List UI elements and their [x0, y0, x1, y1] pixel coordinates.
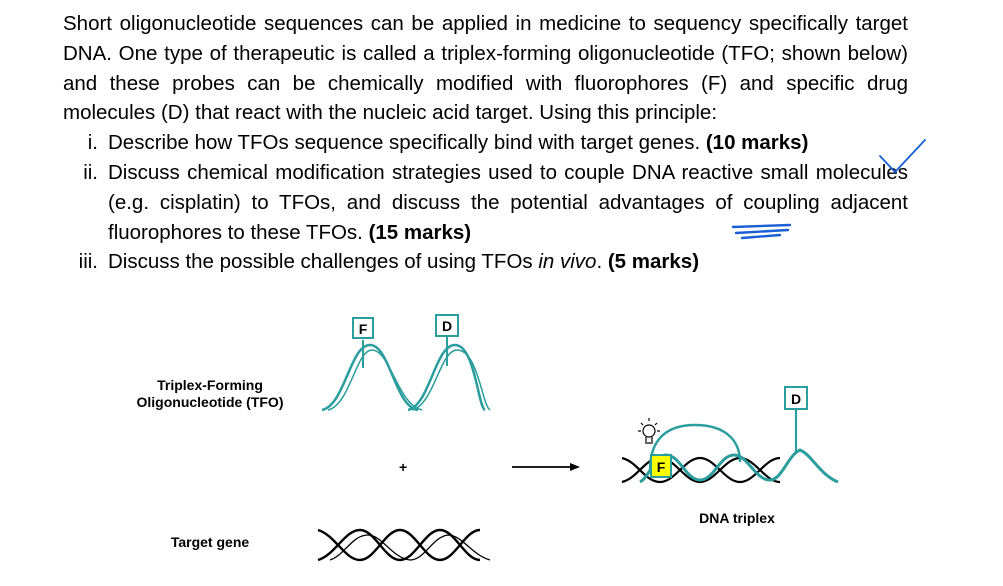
lightbulb-icon: [638, 418, 660, 444]
item-text: Describe how TFOs sequence specifically …: [108, 131, 706, 155]
tick-annotation: [879, 139, 926, 174]
svg-text:F: F: [657, 459, 666, 475]
question-intro: Short oligonucleotide sequences can be a…: [63, 12, 908, 125]
fluorophore-box: F: [352, 317, 374, 339]
item-marks: (5 marks): [607, 250, 700, 274]
item-number: ii.: [83, 160, 98, 184]
item-marks: (15 marks): [368, 220, 472, 244]
svg-text:F: F: [359, 321, 368, 337]
target-gene-label: Target gene: [170, 534, 250, 550]
item-text-after: .: [596, 250, 608, 274]
tfo-label: Triplex-Forming Oligonucleotide (TFO): [136, 377, 284, 410]
item-number: i.: [87, 131, 98, 155]
question-item-3: iii. Discuss the possible challenges of …: [63, 247, 908, 277]
question-text: Short oligonucleotide sequences can be a…: [63, 9, 908, 277]
triplex-drug-box: D: [784, 386, 808, 410]
arrow-head: [570, 463, 580, 471]
target-gene-helix: [317, 528, 491, 562]
triplex-helix: [621, 456, 781, 484]
triplex-fluorophore: F: [650, 454, 672, 478]
scribble-annotation: [731, 223, 792, 240]
drug-box: D: [435, 314, 459, 337]
tfo-strand: [321, 336, 491, 412]
item-text: Discuss the possible challenges of using…: [108, 250, 539, 274]
dna-triplex-label: DNA triplex: [699, 510, 775, 526]
item-marks: (10 marks): [705, 131, 809, 155]
svg-text:D: D: [442, 318, 452, 334]
question-item-1: i. Describe how TFOs sequence specifical…: [63, 128, 908, 158]
plus-sign: +: [399, 459, 408, 475]
svg-text:D: D: [791, 391, 801, 407]
item-italic: in vivo: [538, 250, 597, 274]
item-number: iii.: [78, 250, 98, 274]
question-item-2: ii. Discuss chemical modification strate…: [63, 158, 908, 247]
item-text: Discuss chemical modification strategies…: [108, 160, 908, 244]
